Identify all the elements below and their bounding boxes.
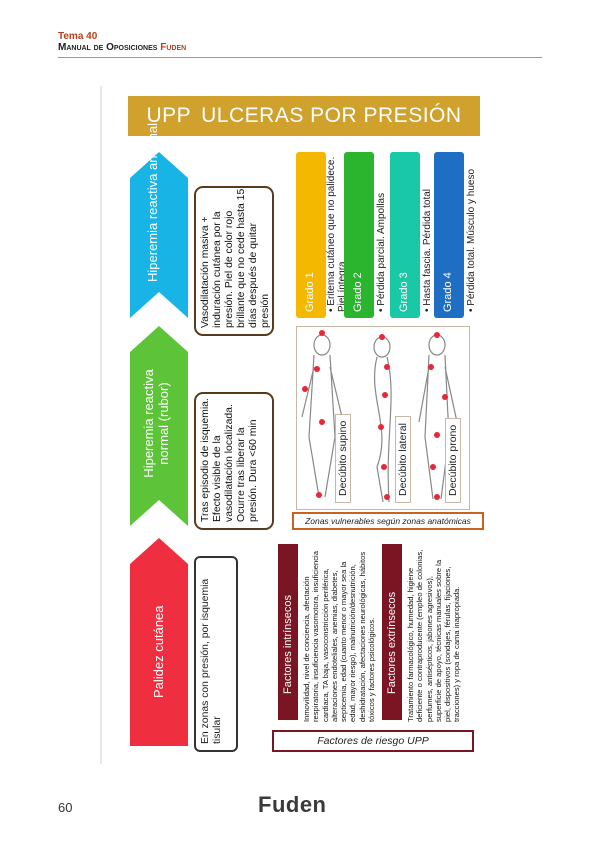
stage-description-normal: Tras episodio de isquemia. Efecto visibl… bbox=[194, 392, 274, 530]
stage-label-normal: Hiperemia reactiva normal (rubor) bbox=[141, 369, 171, 478]
page-header: Tema 40 Manual de Oposiciones Fuden bbox=[58, 31, 186, 53]
extrinsic-title-bar: Factores extrínsecos bbox=[382, 544, 402, 720]
grade-3-bar: Grado 3 bbox=[390, 152, 420, 318]
grade-2-text: • Pérdida parcial. Ampollas bbox=[376, 192, 387, 312]
tema-label: Tema 40 bbox=[58, 31, 98, 42]
manual-prefix: Manual de Oposiciones bbox=[58, 42, 158, 53]
risk-factors-panel: Factores intrínsecos Inmovilidad, nivel … bbox=[272, 544, 482, 756]
grade-3-text: • Hasta fascia. Pérdida total bbox=[422, 188, 433, 312]
intrinsic-text: Inmovilidad, nivel de conciencia, afecta… bbox=[302, 551, 377, 722]
stage-chevron-normal: Hiperemia reactiva normal (rubor) bbox=[130, 326, 188, 526]
stage-label-anormal: Hiperemia reactiva anormal bbox=[145, 123, 160, 282]
fuden-logo: Fuden bbox=[258, 792, 327, 817]
grade-1-bar: Grado 1 bbox=[296, 152, 326, 318]
title-full: ULCERAS POR PRESIÓN bbox=[201, 104, 462, 127]
intrinsic-title-bar: Factores intrínsecos bbox=[278, 544, 298, 720]
position-lateral: Decúbito lateral bbox=[395, 416, 411, 503]
upp-infographic: UPP ULCERAS POR PRESIÓN Hiperemia reacti… bbox=[100, 86, 490, 764]
risk-factors-caption: Factores de riesgo UPP bbox=[272, 730, 474, 752]
manual-brand: Fuden bbox=[160, 42, 187, 53]
grade-4-text: • Pérdida total. Músculo y hueso bbox=[466, 168, 477, 312]
position-supino: Decúbito supino bbox=[335, 413, 351, 503]
body-positions-figure: Decúbito supino Decúbito lateral Decúbit… bbox=[296, 326, 470, 510]
position-prono: Decúbito prono bbox=[445, 417, 461, 503]
infographic-edge bbox=[100, 86, 102, 764]
chevron-shape-icon bbox=[130, 152, 188, 318]
stage-label-palidez: Palidez cutánea bbox=[151, 605, 166, 698]
stage-chevron-anormal: Hiperemia reactiva anormal bbox=[130, 123, 188, 318]
stage-description-palidez: En zonas con presión, por isquemia tisul… bbox=[194, 556, 238, 752]
header-divider bbox=[58, 57, 542, 58]
title-abbrev: UPP bbox=[146, 104, 192, 127]
stage-description-anormal: Vasodilatación masiva + induración cután… bbox=[194, 186, 274, 336]
grade-2-bar: Grado 2 bbox=[344, 152, 374, 318]
grade-4-bar: Grado 4 bbox=[434, 152, 464, 318]
chevron-shape-icon bbox=[130, 538, 188, 746]
stage-chevron-palidez: Palidez cutánea bbox=[130, 538, 188, 746]
manual-title: Manual de Oposiciones Fuden bbox=[58, 42, 186, 53]
extrinsic-text: Tratamiento farmacológico, humedad, higi… bbox=[406, 549, 462, 722]
infographic-title: UPP ULCERAS POR PRESIÓN bbox=[128, 96, 480, 136]
body-silhouettes-icon bbox=[301, 330, 458, 503]
zones-caption: Zonas vulnerables según zonas anatómicas bbox=[292, 512, 484, 530]
page-number: 60 bbox=[58, 800, 73, 815]
chevron-shape-icon bbox=[130, 326, 188, 526]
